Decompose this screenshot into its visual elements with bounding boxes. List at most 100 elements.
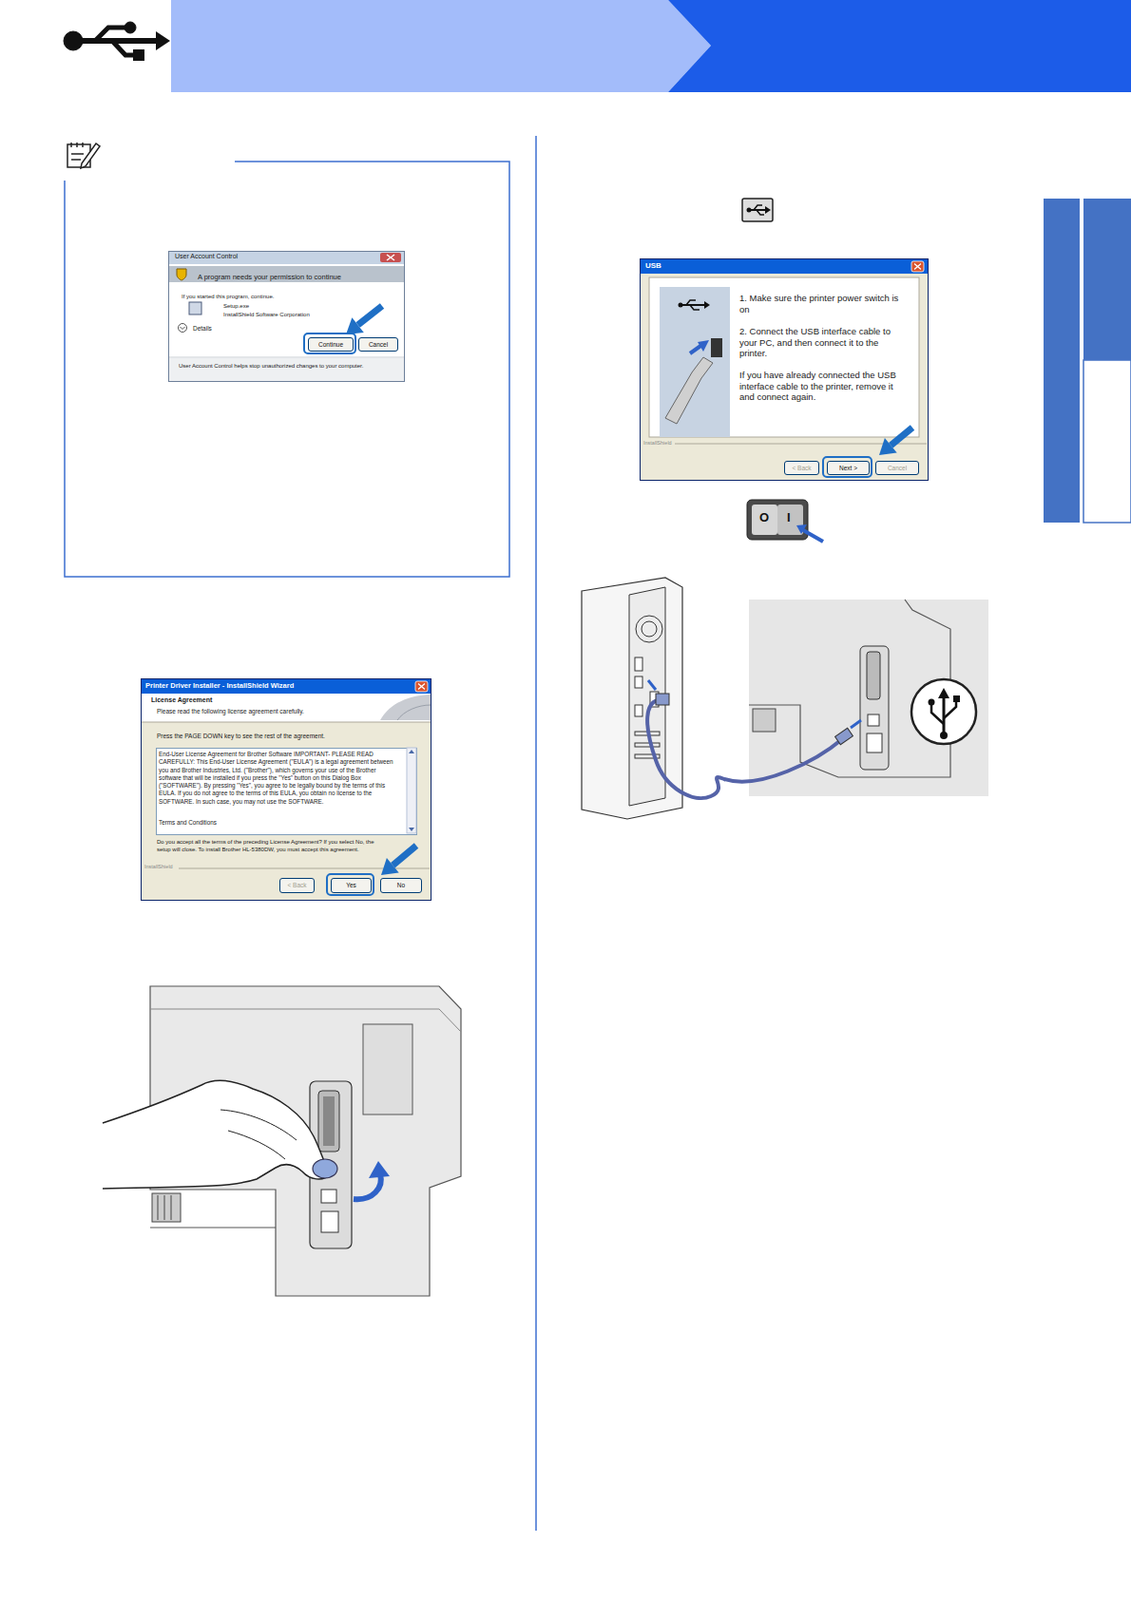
window-title: USB [645,261,662,271]
printer-cover-illustration [150,986,461,1297]
usb-port-icon [747,208,752,213]
license-chrome [415,681,428,692]
note-icon [67,142,100,169]
printer-rear-illustration [655,693,670,706]
dialog-text: Press the PAGE DOWN key to see the rest … [156,732,326,741]
dialog-text: User Account Control helps stop unauthor… [178,363,403,370]
note-icon [67,144,91,168]
printer-rear-illustration [939,731,948,740]
dialog-window: User Account Control A program needs your… [168,250,405,383]
license-chrome [397,705,431,721]
usb-dialog-chrome [686,300,696,306]
printer-rear-illustration [748,599,989,797]
note-icon [71,153,84,155]
uac-chrome [386,254,395,261]
license-chrome [141,679,431,694]
printer-cover-illustration [150,1227,276,1229]
header-band [171,0,1131,93]
column-divider [535,135,537,1532]
dialog-text: Do you accept all the terms of the prece… [156,839,376,854]
button-label: Continue [318,341,344,348]
printer-rear-illustration [931,705,944,725]
note-frame [64,161,510,577]
uac-chrome [189,302,202,315]
switch-marking: O [759,511,769,524]
header-band [668,0,1131,93]
uac-chrome [169,251,404,265]
printer-cover-illustration [152,1193,181,1223]
printer-cover-illustration [353,1174,382,1200]
window-title: User Account Control [174,252,238,261]
printer-rear-illustration [867,714,880,727]
pc-illustration [634,731,660,736]
pc-illustration [581,577,683,820]
license-chrome [408,749,415,832]
license-text-box: End-User License Agreement for Brother S… [155,747,418,836]
dialog-text: License Agreement [151,696,212,705]
uac-chrome [169,251,404,382]
printer-rear-illustration [911,679,977,745]
usb-dialog-chrome [704,301,710,309]
header-band [171,0,711,93]
dialog-text: 2. Connect the USB interface cable to yo… [739,325,906,360]
license-chrome [380,694,431,721]
side-tabs [1043,198,1131,523]
usb-header-icon [112,40,135,56]
dialog-button: < Back [784,460,820,476]
printer-rear-illustration [866,733,882,753]
highlight-frame [304,333,872,896]
printer-cover-illustration [164,1195,166,1221]
printer-rear-illustration [860,646,889,770]
side-tabs [1083,360,1131,523]
usb-dialog-chrome [914,264,921,270]
dialog-button: No [380,878,422,894]
printer-cover-illustration [157,1195,159,1221]
usb-dialog-chrome [678,303,684,308]
usb-dialog-chrome [710,338,723,358]
license-chrome [178,868,430,870]
usb-header-icon [63,31,83,51]
pc-illustration [634,754,660,759]
button-label: Yes [345,881,357,889]
printer-cover-illustration [228,1131,286,1160]
usb-header-icon [155,31,171,51]
side-tabs [1043,198,1080,523]
printer-cover-illustration [368,1161,390,1179]
license-chrome [418,684,425,691]
pc-illustration [634,705,643,717]
usb-dialog-chrome [659,287,730,438]
printer-rear-illustration [938,688,950,699]
pointer-arrow [345,306,913,876]
uac-chrome [169,357,404,359]
pc-illustration [650,691,659,708]
printer-cover-illustration [102,1080,330,1189]
dialog-button: Cancel [358,337,399,352]
dialog-button: Yes [330,878,372,894]
dialog-text: Terms and Conditions [158,819,217,827]
button-label: No [397,881,405,889]
note-icon [80,143,100,169]
usb-dialog-chrome [640,259,928,274]
printer-rear-illustration [943,702,957,719]
license-chrome [141,679,431,869]
usb-port-icon [756,210,765,215]
side-tabs [1083,198,1131,361]
pointer-arrow [345,317,365,335]
pc-illustration [634,743,660,748]
note-icon [70,142,73,148]
dialog-text: A program needs your permission to conti… [197,272,342,282]
uac-chrome [169,358,404,382]
dialog-button: Continue [307,337,354,352]
dialog-text: Setup.exe [223,303,250,310]
usb-header-icon [124,21,136,34]
printer-cover-illustration [321,1211,339,1233]
dialog-text: InstallShield [643,440,672,447]
dialog-text: Please read the following license agreem… [156,708,305,716]
highlight-frame [326,874,374,896]
dialog-text: If you started this program, continue. [181,293,274,301]
printer-cover-illustration [102,986,461,1297]
note-icon [71,158,81,161]
highlight-frame [823,457,872,478]
printer-cover-illustration [220,1110,297,1141]
